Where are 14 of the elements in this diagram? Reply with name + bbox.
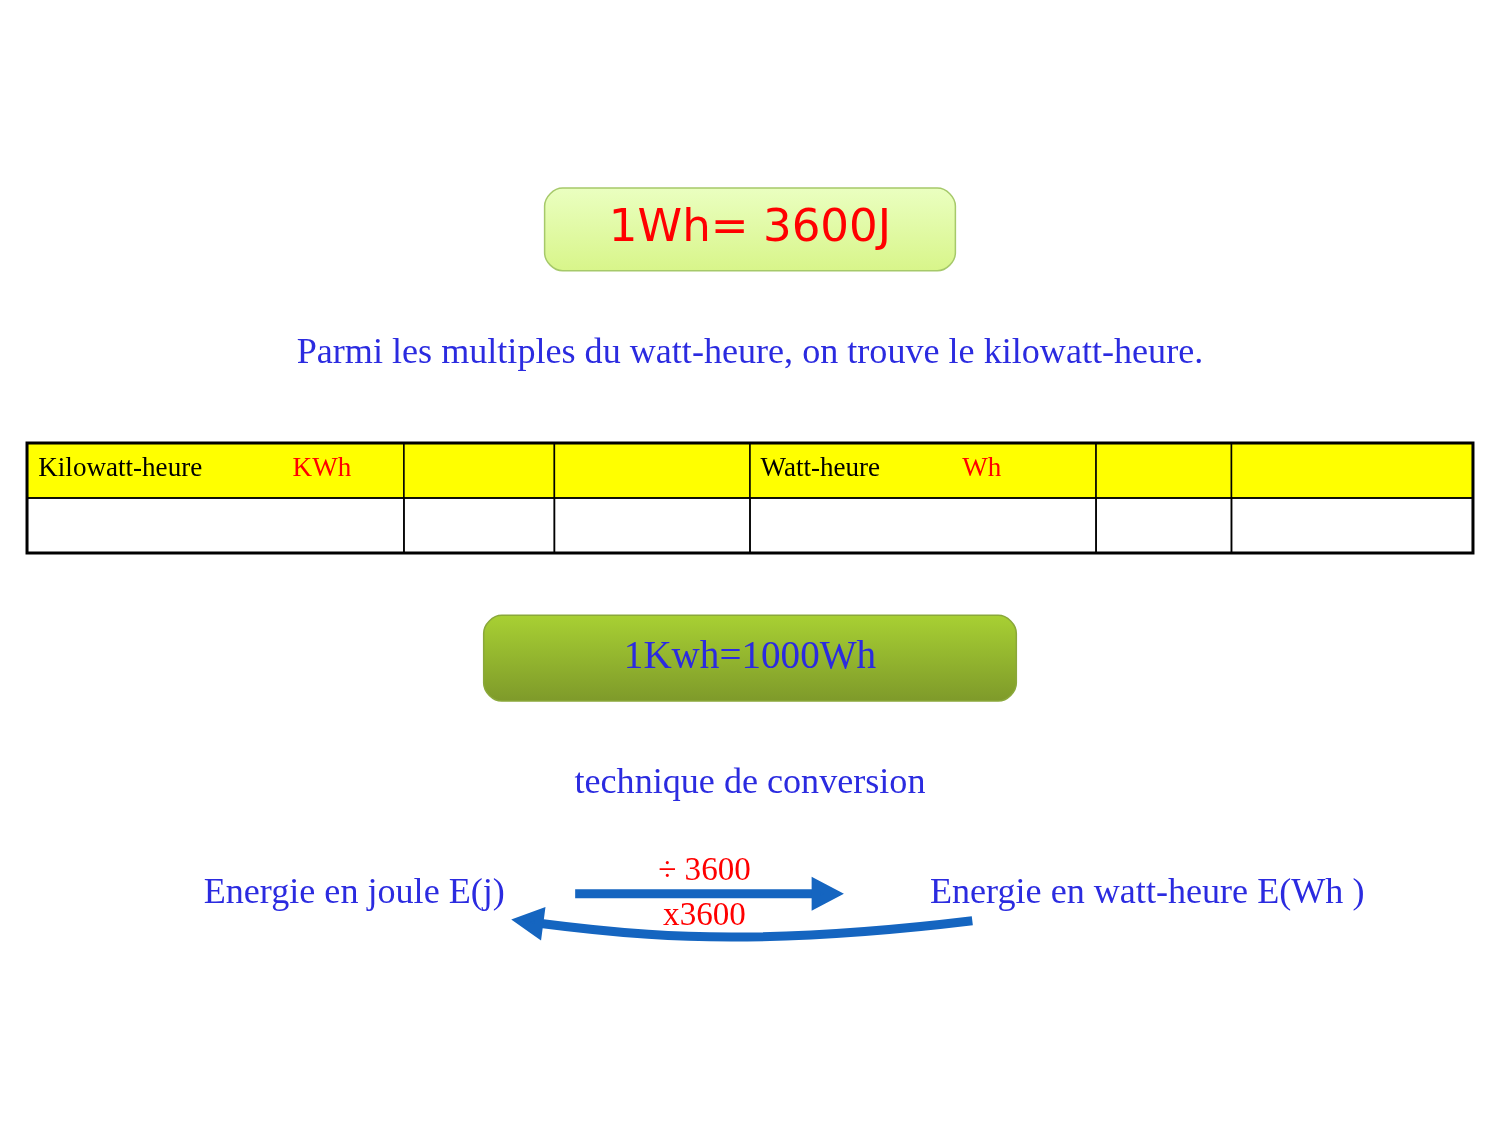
label: technique de conversion	[574, 761, 926, 802]
label: Kilowatt-heure	[38, 452, 203, 483]
label: Wh	[962, 452, 1002, 483]
label: Watt-heure	[760, 452, 881, 483]
node-text: Energie en watt-heure E(Wh )	[930, 871, 1365, 912]
edge-label: x3600	[663, 895, 746, 932]
node-box: 1Wh= 3600J	[543, 187, 957, 272]
node-text: Energie en joule E(j)	[203, 871, 505, 912]
edge-label: ÷ 3600	[658, 850, 751, 887]
node-box: 1Kwh=1000Wh	[482, 614, 1018, 702]
label: KWh	[292, 452, 352, 483]
arrow	[575, 876, 844, 911]
label: Parmi les multiples du watt-heure, on trouve le kilowatt-heure.	[296, 330, 1204, 371]
arrow	[511, 906, 973, 942]
